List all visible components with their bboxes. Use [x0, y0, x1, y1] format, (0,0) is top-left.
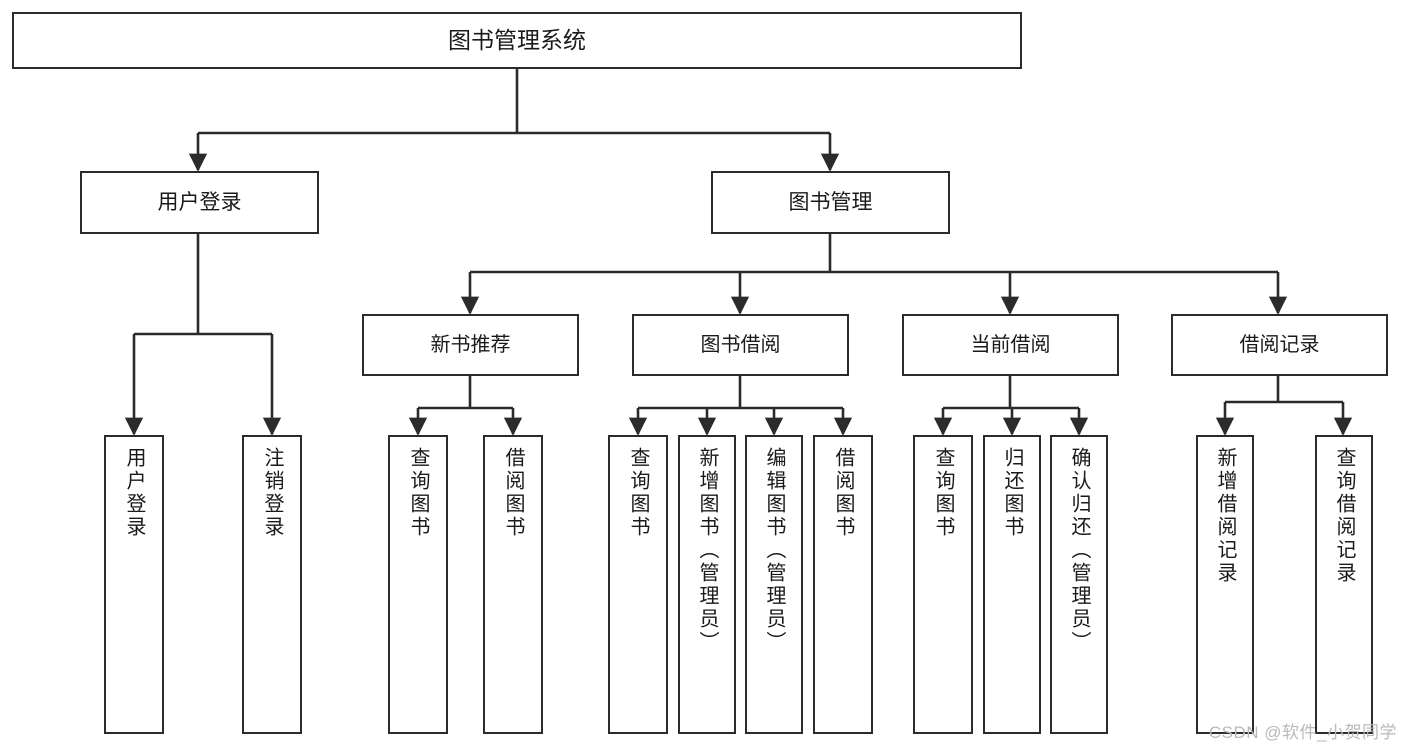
node-user-login[interactable]: 用户登录	[80, 171, 319, 234]
node-root-book-management-system[interactable]: 图书管理系统	[12, 12, 1022, 69]
node-borrow-record[interactable]: 借阅记录	[1171, 314, 1388, 376]
leaf-new-book-borrow-books[interactable]: 借阅图书	[483, 435, 543, 734]
node-borrow-record-label: 借阅记录	[1239, 333, 1320, 356]
leaf-label: 编辑图书（管理员）	[763, 447, 785, 654]
leaf-new-book-query-books[interactable]: 查询图书	[388, 435, 448, 734]
leaf-label: 新增图书（管理员）	[696, 447, 718, 654]
csdn-watermark: CSDN @软件_小贺同学	[1208, 723, 1397, 742]
leaf-label: 新增借阅记录	[1214, 447, 1236, 585]
leaf-label: 借阅图书	[832, 447, 854, 539]
node-new-book-recommend-label: 新书推荐	[430, 333, 511, 356]
node-current-borrow[interactable]: 当前借阅	[902, 314, 1119, 376]
leaf-label: 用户登录	[123, 447, 145, 539]
leaf-label: 查询图书	[627, 447, 649, 539]
leaf-book-borrow-query-books[interactable]: 查询图书	[608, 435, 668, 734]
leaf-label: 查询借阅记录	[1333, 447, 1355, 585]
leaf-label: 查询图书	[407, 447, 429, 539]
node-book-management[interactable]: 图书管理	[711, 171, 950, 234]
leaf-label: 确认归还（管理员）	[1068, 447, 1090, 654]
leaf-label: 查询图书	[932, 447, 954, 539]
leaf-label: 归还图书	[1001, 447, 1023, 539]
node-current-borrow-label: 当前借阅	[970, 333, 1051, 356]
leaf-book-borrow-add-book-admin[interactable]: 新增图书（管理员）	[678, 435, 736, 734]
node-book-management-label: 图书管理	[788, 190, 873, 214]
node-book-borrow-label: 图书借阅	[700, 333, 781, 356]
leaf-user-login-login[interactable]: 用户登录	[104, 435, 164, 734]
leaf-borrow-record-query-record[interactable]: 查询借阅记录	[1315, 435, 1373, 734]
node-book-borrow[interactable]: 图书借阅	[632, 314, 849, 376]
leaf-label: 注销登录	[261, 447, 283, 539]
leaf-book-borrow-edit-book-admin[interactable]: 编辑图书（管理员）	[745, 435, 803, 734]
node-root-label: 图书管理系统	[448, 26, 586, 53]
leaf-borrow-record-add-record[interactable]: 新增借阅记录	[1196, 435, 1254, 734]
leaf-current-borrow-return-books[interactable]: 归还图书	[983, 435, 1041, 734]
node-user-login-label: 用户登录	[157, 190, 242, 214]
leaf-label: 借阅图书	[502, 447, 524, 539]
leaf-current-borrow-query-books[interactable]: 查询图书	[913, 435, 973, 734]
leaf-current-borrow-confirm-return-admin[interactable]: 确认归还（管理员）	[1050, 435, 1108, 734]
leaf-user-login-logout[interactable]: 注销登录	[242, 435, 302, 734]
node-new-book-recommend[interactable]: 新书推荐	[362, 314, 579, 376]
leaf-book-borrow-borrow-books[interactable]: 借阅图书	[813, 435, 873, 734]
